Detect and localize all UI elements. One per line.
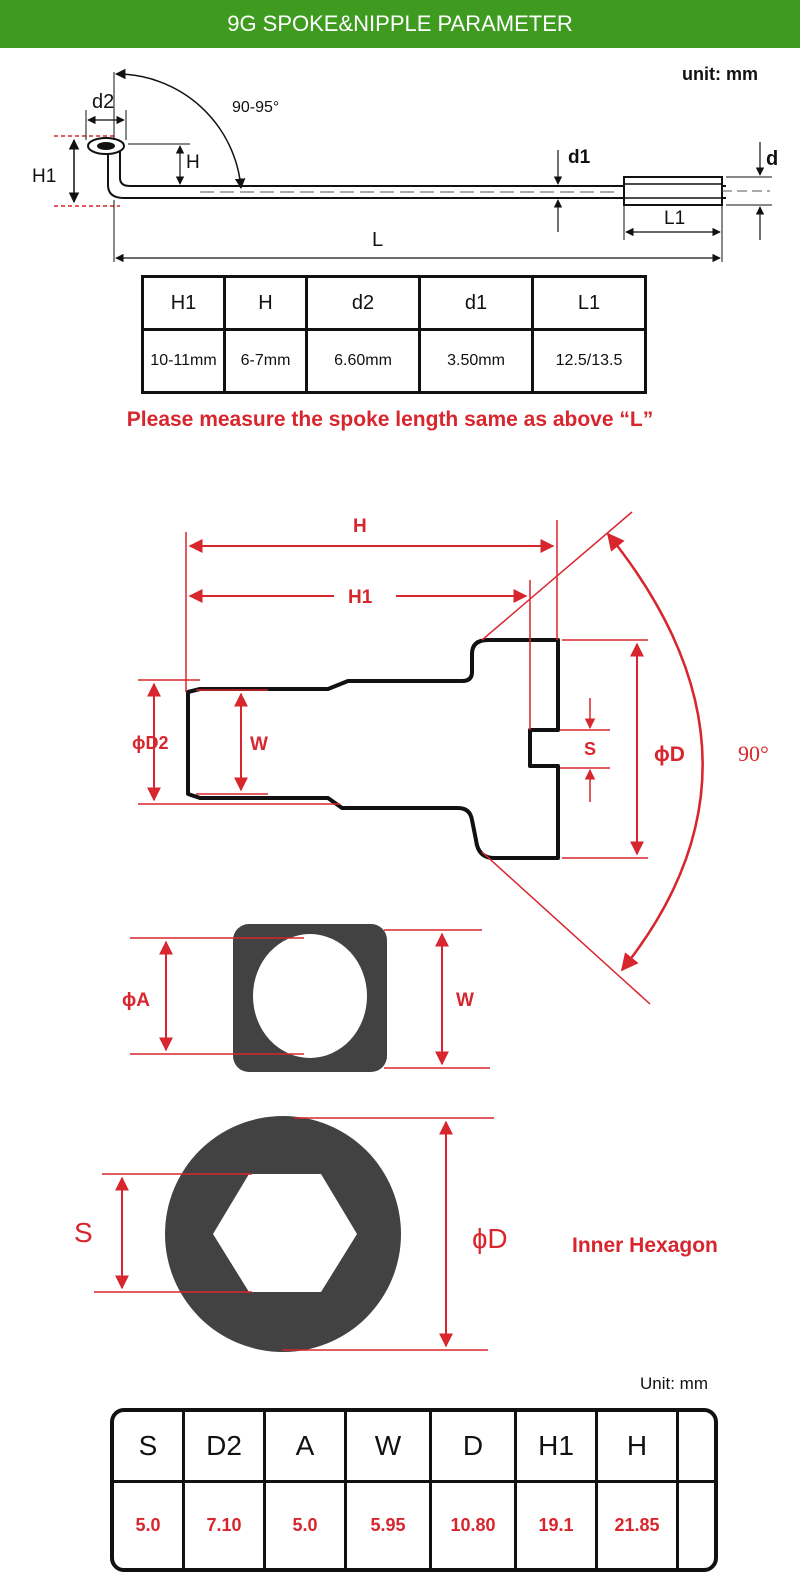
label-nipple-angle: 90° xyxy=(738,741,769,766)
label-d: d xyxy=(766,148,778,170)
spoke-unit-label: unit: mm xyxy=(682,64,758,84)
nipple-table-cell: 19.1 xyxy=(514,1480,598,1568)
spoke-table-cell: 6.60mm xyxy=(305,328,421,394)
label-inner-hexagon: Inner Hexagon xyxy=(572,1234,718,1257)
nipple-table-cell: 7.10 xyxy=(182,1480,266,1568)
label-nipple-H: H xyxy=(353,516,367,537)
nipple-square-section: ɸA W xyxy=(122,924,490,1072)
spoke-table-header: d2 xyxy=(305,275,421,331)
nipple-table-header: D xyxy=(429,1412,517,1483)
label-hex-S: S xyxy=(74,1217,93,1248)
nipple-table-cell: 5.95 xyxy=(344,1480,432,1568)
nipple-table-header: A xyxy=(263,1412,347,1483)
spoke-table-cell: 12.5/13.5 xyxy=(531,328,647,394)
label-d2: d2 xyxy=(92,91,114,113)
label-nipple-D2: ɸD2 xyxy=(132,733,169,753)
nipple-table-header xyxy=(676,1412,714,1483)
label-L1: L1 xyxy=(664,208,685,229)
label-hex-D: ɸD xyxy=(472,1223,508,1254)
label-section-A: ɸA xyxy=(122,990,150,1011)
label-nipple-H1: H1 xyxy=(348,587,373,608)
nipple-hexagon-section: S ɸD Inner Hexagon xyxy=(74,1116,718,1352)
nipple-table-header: H1 xyxy=(514,1412,598,1483)
spoke-table-header: H1 xyxy=(141,275,226,331)
spoke-table-header: H xyxy=(223,275,308,331)
page-banner: 9G SPOKE&NIPPLE PARAMETER xyxy=(0,0,800,48)
label-H1: H1 xyxy=(32,166,56,187)
label-nipple-W: W xyxy=(250,734,268,755)
label-H: H xyxy=(186,152,200,173)
label-nipple-D: ɸD xyxy=(654,743,685,766)
spoke-table-header: L1 xyxy=(531,275,647,331)
nipple-table-cell: 5.0 xyxy=(114,1480,185,1568)
nipple-table-cell: 21.85 xyxy=(595,1480,679,1568)
nipple-unit-label: Unit: mm xyxy=(640,1374,708,1393)
spoke-parameter-table: H1 H d2 d1 L1 10-11mm 6-7mm 6.60mm 3.50m… xyxy=(141,275,647,394)
nipple-table-header: W xyxy=(344,1412,432,1483)
label-d1: d1 xyxy=(568,147,591,168)
nipple-table-header: S xyxy=(114,1412,185,1483)
spoke-table-cell: 6-7mm xyxy=(223,328,308,394)
nipple-parameter-table: S D2 A W D H1 H 5.0 7.10 5.0 5.95 10.80 … xyxy=(110,1408,718,1572)
nipple-table-cell xyxy=(676,1480,714,1568)
label-L: L xyxy=(372,229,383,251)
label-bend-angle: 90-95° xyxy=(232,99,279,116)
nipple-side-view: H H1 ɸD2 W S ɸD 90° xyxy=(132,511,769,1005)
nipple-table-cell: 10.80 xyxy=(429,1480,517,1568)
label-nipple-S: S xyxy=(584,739,596,759)
measure-notice: Please measure the spoke length same as … xyxy=(126,408,654,431)
spoke-table-cell: 10-11mm xyxy=(141,328,226,394)
nipple-table-header: H xyxy=(595,1412,679,1483)
nipple-table-header: D2 xyxy=(182,1412,266,1483)
spoke-table-cell: 3.50mm xyxy=(418,328,534,394)
spoke-table-header: d1 xyxy=(418,275,534,331)
spoke-drawing: d2 90-95° H1 H d1 d L1 L xyxy=(32,68,778,263)
nipple-table-cell: 5.0 xyxy=(263,1480,347,1568)
label-section-W: W xyxy=(456,990,474,1011)
